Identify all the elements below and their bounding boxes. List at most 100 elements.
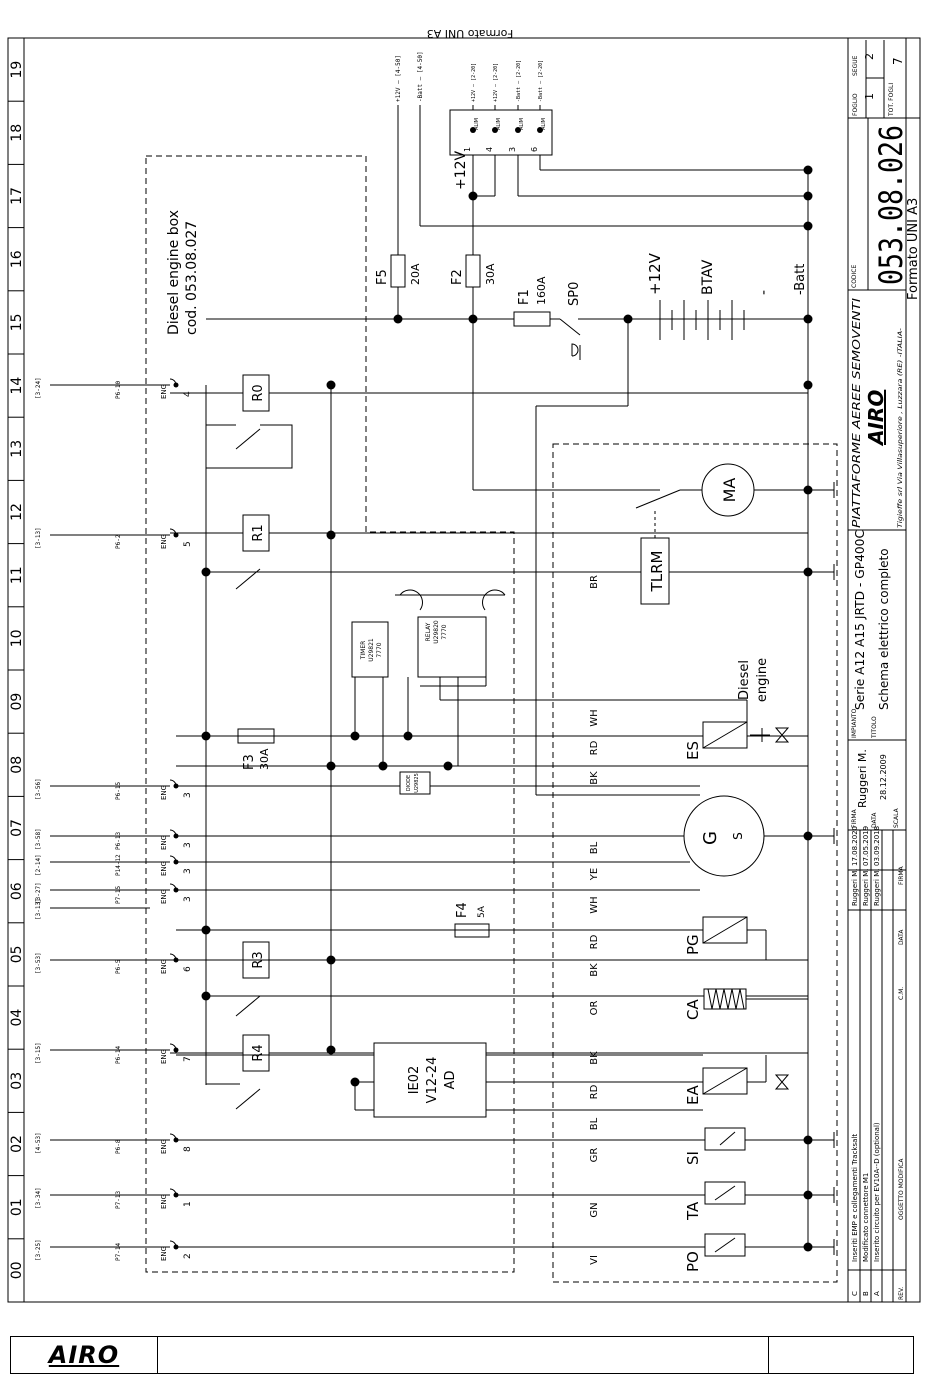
fuse-f2-rating: 30A bbox=[484, 263, 497, 285]
grid-column-label: 00 bbox=[9, 1261, 25, 1279]
fuse-f2-name: F2 bbox=[450, 269, 465, 285]
r4-contact bbox=[205, 1000, 240, 1085]
left-connector-pin: 3 bbox=[183, 896, 193, 902]
component-es: ES bbox=[684, 721, 748, 760]
grid-column-label: 09 bbox=[9, 693, 25, 711]
left-connector-pin: 5 bbox=[183, 541, 193, 547]
tb-impianto-label: IMPIANTO bbox=[851, 708, 858, 738]
relay-label: R0 bbox=[251, 384, 266, 401]
left-connector-pin: 1 bbox=[183, 1201, 193, 1207]
diesel-engine-label-2: engine bbox=[755, 658, 770, 702]
wire-color-label: RD bbox=[589, 1084, 600, 1099]
top-connector bbox=[449, 109, 553, 156]
fuse-f1-name: F1 bbox=[517, 289, 532, 305]
left-connector-pin: 7 bbox=[183, 1056, 193, 1062]
wire-color-label: BL bbox=[589, 841, 600, 854]
left-connector-terminal bbox=[173, 382, 179, 388]
junction-dot bbox=[468, 191, 478, 201]
tb-format: Formato UNI A3 bbox=[906, 198, 921, 300]
wire-color-label: GR bbox=[589, 1148, 600, 1163]
supply-minus-label: -Batt bbox=[793, 264, 808, 295]
top-connector-terminal bbox=[537, 127, 543, 133]
left-connector-ref: [3-58] bbox=[35, 828, 42, 850]
left-connector-eng: ENG bbox=[160, 861, 168, 876]
tlrm-label: TLRM bbox=[648, 551, 666, 593]
ca-label: CA bbox=[684, 999, 702, 1020]
battery-minus-label: - bbox=[756, 290, 772, 295]
sp0-key bbox=[571, 343, 581, 360]
junction-dots bbox=[201, 165, 813, 1252]
left-connector-eng: ENG bbox=[160, 1194, 168, 1209]
engine-box-title: Diesel engine box bbox=[166, 210, 182, 335]
grid-column-label: 08 bbox=[9, 756, 25, 774]
left-connector-pin: 8 bbox=[183, 1146, 193, 1152]
left-connector-pin-name: P6-8 bbox=[115, 1139, 122, 1154]
tb-address: Tigieffe srl Via Villasuperiore , Luzzar… bbox=[897, 328, 904, 528]
tb-company: PIATTAFORME AEREE SEMOVENTI bbox=[850, 298, 863, 528]
tb-firma: Ruggeri M. bbox=[856, 749, 869, 808]
junction-dot bbox=[350, 1077, 360, 1087]
junction-dot bbox=[326, 530, 336, 540]
battery-label: BTAV bbox=[700, 259, 716, 295]
signal-wires bbox=[176, 640, 808, 1248]
wire-color-label: WH bbox=[589, 896, 600, 913]
grid-column-label: 01 bbox=[9, 1198, 25, 1216]
left-connector-pin-name: P6-14 bbox=[115, 1046, 122, 1064]
left-connector-pin: 2 bbox=[183, 1253, 193, 1259]
grid-column-label: 13 bbox=[9, 440, 25, 458]
component-tlrm: TLRM bbox=[640, 537, 670, 605]
left-connector-ref: [3-24] bbox=[35, 377, 42, 399]
ecu-line3: AD bbox=[443, 1071, 458, 1090]
grid-column-label: 14 bbox=[9, 377, 25, 395]
junction-dot bbox=[803, 380, 813, 390]
conn-plus12-label: +12V bbox=[453, 150, 469, 190]
junction-dot bbox=[803, 191, 813, 201]
junction-dot bbox=[378, 761, 388, 771]
fuse-f2 bbox=[465, 254, 481, 288]
relay-line2: U29820 bbox=[433, 620, 440, 644]
footer-right-cell bbox=[769, 1337, 913, 1373]
tb-firma-label: FIRMA bbox=[851, 808, 858, 828]
junction-dot bbox=[393, 314, 403, 324]
es-label: ES bbox=[684, 741, 702, 760]
component-g: G S bbox=[683, 795, 765, 877]
ecu-line2: V12-24 bbox=[425, 1057, 440, 1104]
es-valve bbox=[774, 727, 790, 743]
left-connector-ref: [3-34] bbox=[35, 1187, 42, 1209]
wire-color-label: YE bbox=[589, 868, 600, 881]
junction-dot bbox=[623, 314, 633, 324]
top-ref-plus: +12V — [4-50] bbox=[395, 55, 402, 102]
tb-rev-label: REV. bbox=[898, 1287, 905, 1300]
battery-btav bbox=[659, 300, 745, 340]
left-connector-ref-extra: [3-13] bbox=[35, 898, 42, 920]
left-connector-eng: ENG bbox=[160, 1139, 168, 1154]
page-footer: AIRO bbox=[10, 1336, 914, 1374]
left-connector-pin-name: P6-2 bbox=[115, 534, 122, 549]
grid-column-label: 18 bbox=[9, 124, 25, 142]
top-connector-ref: +12V — [2-20] bbox=[493, 63, 499, 102]
junction-dot bbox=[350, 731, 360, 741]
wire-color-label: VI bbox=[589, 1255, 600, 1265]
ma-contact bbox=[635, 489, 681, 509]
ecu-line1: IE02 bbox=[407, 1066, 422, 1095]
wire-color-label: BR bbox=[589, 575, 600, 589]
top-connector-pin: 4 bbox=[485, 147, 494, 152]
left-connector-pin-name: P6-15 bbox=[115, 782, 122, 800]
wire-color-label: BL bbox=[589, 1117, 600, 1130]
relay-label: R1 bbox=[251, 524, 266, 541]
ea-label: EA bbox=[684, 1085, 702, 1105]
tb-segue: 2 bbox=[863, 53, 876, 60]
left-connector-ref: [3-56] bbox=[35, 778, 42, 800]
junction-dot bbox=[403, 731, 413, 741]
junction-dot bbox=[326, 380, 336, 390]
left-connector-pin-name: P7-15 bbox=[115, 886, 122, 904]
timer-line3: 7770 bbox=[376, 642, 383, 657]
relay-coil bbox=[242, 514, 270, 552]
fuse-f5-name: F5 bbox=[375, 269, 390, 285]
grid-column-label: 19 bbox=[9, 61, 25, 79]
diode-box: DIODE U29825 bbox=[399, 771, 431, 795]
r0-contact-loop bbox=[206, 424, 293, 469]
left-connector-ref: [2-14] bbox=[35, 854, 42, 876]
junction-dot bbox=[803, 165, 813, 175]
